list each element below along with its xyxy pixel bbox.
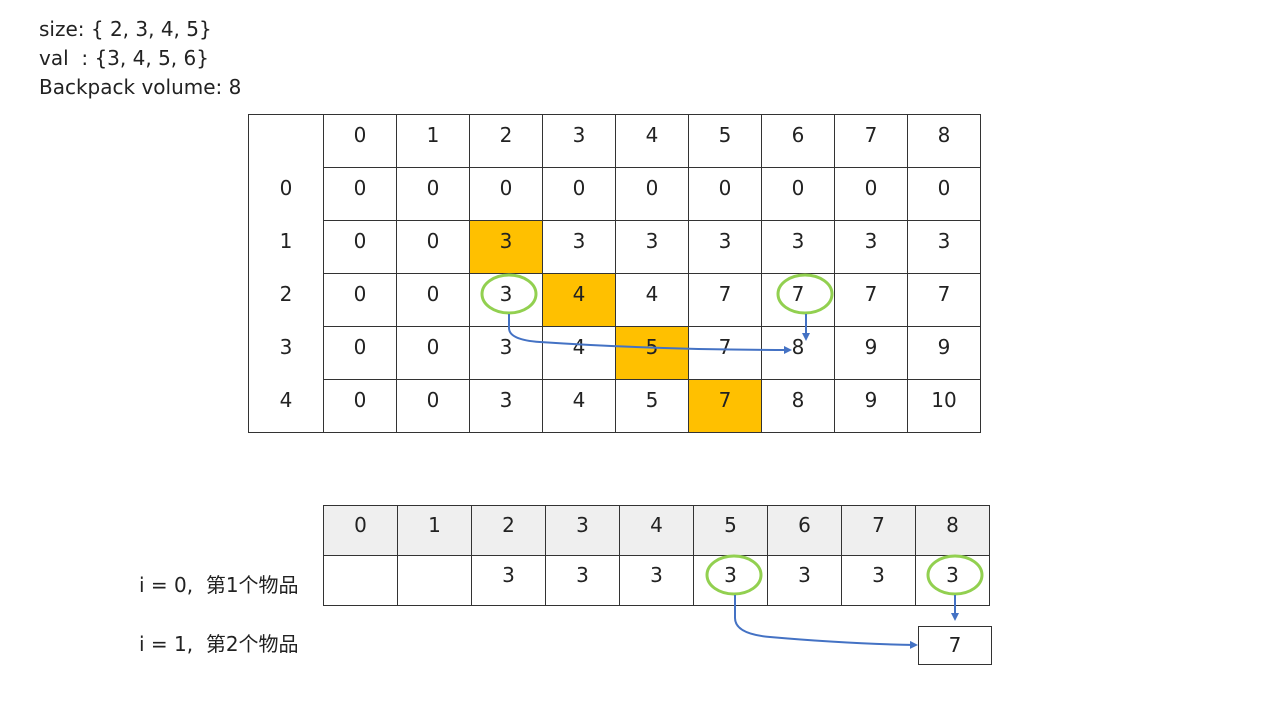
rolling-cell: 3 [471,555,546,606]
dp-cell: 0 [688,167,762,221]
dp-cell-highlighted: 3 [469,220,543,274]
dp-cell: 3 [469,379,543,433]
dp-cell: 0 [396,273,470,327]
dp-cell: 3 [469,326,543,380]
dp-corner-cell [248,114,324,168]
dp-cell: 9 [834,379,908,433]
rolling-cell-circled: 3 [915,555,990,606]
dp-cell: 9 [907,326,981,380]
rolling-col-header: 3 [545,505,620,556]
dp-cell: 4 [542,379,616,433]
volume-line: Backpack volume: 8 [39,75,242,99]
rolling-cell [323,555,398,606]
dp-row: 4 0 0 3 4 5 7 8 9 10 [248,379,981,433]
dp-cell: 0 [396,220,470,274]
dp-cell: 0 [469,167,543,221]
dp-cell: 3 [761,220,835,274]
dp-row: 3 0 0 3 4 5 7 8 9 9 [248,326,981,380]
rolling-cell: 3 [767,555,842,606]
dp-cell: 3 [834,220,908,274]
rolling-col-header: 7 [841,505,916,556]
dp-col-header: 3 [542,114,616,168]
dp-cell: 0 [396,326,470,380]
rolling-col-header: 8 [915,505,990,556]
rolling-header-row: 0 1 2 3 4 5 6 7 8 [323,505,990,556]
dp-cell: 3 [542,220,616,274]
dp-cell: 4 [542,326,616,380]
dp-col-header: 6 [761,114,835,168]
rolling-cell: 3 [545,555,620,606]
rolling-col-header: 5 [693,505,768,556]
dp-cell: 9 [834,326,908,380]
rolling-col-header: 1 [397,505,472,556]
dp-cell: 8 [761,379,835,433]
dp-cell: 10 [907,379,981,433]
dp-cell-highlighted: 7 [688,379,762,433]
dp-col-header: 1 [396,114,470,168]
row-label-i1: i = 1, 第2个物品 [139,632,299,656]
dp-cell: 0 [907,167,981,221]
rolling-cell [397,555,472,606]
dp-row-label: 3 [248,326,324,380]
rolling-col-header: 4 [619,505,694,556]
dp-row: 0 0 0 0 0 0 0 0 0 0 [248,167,981,221]
dp-row-label: 1 [248,220,324,274]
row-label-i0: i = 0, 第1个物品 [139,573,299,597]
rolling-cell: 3 [841,555,916,606]
dp-cell: 0 [323,167,397,221]
dp-cell: 3 [907,220,981,274]
dp-col-header: 7 [834,114,908,168]
rolling-col-header: 2 [471,505,546,556]
dp-cell: 0 [323,273,397,327]
dp-col-header: 0 [323,114,397,168]
dp-row-label: 0 [248,167,324,221]
val-line: val : {3, 4, 5, 6} [39,46,209,70]
dp-row: 2 0 0 3 4 4 7 7 7 7 [248,273,981,327]
rolling-array-table: 0 1 2 3 4 5 6 7 8 3 3 3 3 3 3 3 [323,505,990,606]
dp-cell-circled: 7 [761,273,835,327]
dp-cell: 7 [688,273,762,327]
dp-col-header: 4 [615,114,689,168]
dp-cell: 8 [761,326,835,380]
dp-cell: 0 [542,167,616,221]
dp-cell: 0 [396,167,470,221]
dp-cell: 0 [615,167,689,221]
dp-cell: 7 [688,326,762,380]
dp-cell: 0 [323,220,397,274]
dp-row-label: 4 [248,379,324,433]
next-row-cell: 7 [918,626,992,665]
rolling-col-header: 6 [767,505,842,556]
dp-cell: 7 [907,273,981,327]
rolling-col-header: 0 [323,505,398,556]
dp-cell: 0 [396,379,470,433]
dp-cell: 0 [323,379,397,433]
rolling-cell-circled: 3 [693,555,768,606]
dp-cell-circled: 3 [469,273,543,327]
dp-col-header: 2 [469,114,543,168]
dp-cell: 0 [761,167,835,221]
dp-cell: 7 [834,273,908,327]
dp-cell-highlighted: 4 [542,273,616,327]
dp-cell-highlighted: 5 [615,326,689,380]
dp-col-header: 8 [907,114,981,168]
dp-row: 1 0 0 3 3 3 3 3 3 3 [248,220,981,274]
dp-cell: 5 [615,379,689,433]
dp-cell: 4 [615,273,689,327]
dp-col-header: 5 [688,114,762,168]
dp-cell: 3 [615,220,689,274]
dp-cell: 3 [688,220,762,274]
dp-table: 0 1 2 3 4 5 6 7 8 0 0 0 0 0 0 0 0 0 0 1 … [248,114,981,433]
dp-cell: 0 [323,326,397,380]
rolling-row: 3 3 3 3 3 3 3 [323,555,990,606]
dp-row-label: 2 [248,273,324,327]
dp-header-row: 0 1 2 3 4 5 6 7 8 [248,114,981,168]
rolling-cell: 3 [619,555,694,606]
dp-cell: 0 [834,167,908,221]
size-line: size: { 2, 3, 4, 5} [39,17,212,41]
